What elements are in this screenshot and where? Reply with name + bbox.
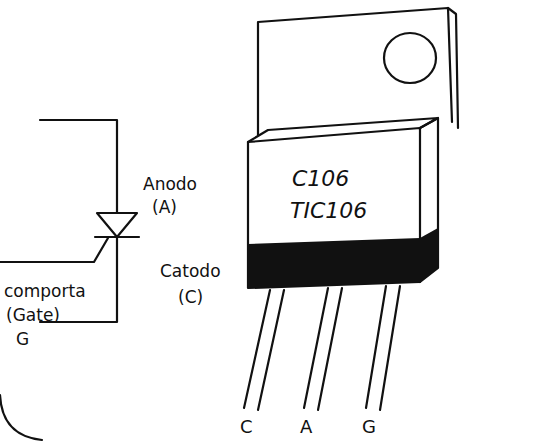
body-band	[248, 238, 420, 288]
terminal-name: Anodo	[143, 176, 197, 193]
package-tab	[258, 8, 452, 135]
diode-triangle	[97, 213, 137, 237]
terminal-letter: (C)	[178, 289, 203, 306]
tab-edge	[448, 8, 458, 128]
body-top	[248, 118, 438, 142]
lead-c	[244, 290, 284, 410]
lead-a	[304, 288, 342, 410]
terminal-letter: (A)	[152, 199, 177, 216]
terminal-name: comporta	[4, 283, 86, 300]
anode-wire	[40, 120, 117, 213]
pin-name: A	[300, 418, 312, 436]
mounting-hole	[384, 33, 436, 83]
frame-line	[0, 395, 42, 440]
part-number: C106	[292, 168, 349, 190]
gate-wire	[0, 238, 108, 262]
package-body	[248, 128, 420, 288]
pin-name: G	[362, 418, 376, 436]
terminal-name: (Gate)	[6, 307, 60, 324]
body-side	[420, 118, 438, 282]
terminal-name: Catodo	[160, 263, 221, 280]
lead-g	[366, 286, 400, 410]
pin-name: C	[240, 418, 253, 436]
terminal-letter: G	[16, 331, 29, 348]
part-number: TIC106	[290, 200, 367, 222]
body-band-side	[420, 228, 438, 282]
